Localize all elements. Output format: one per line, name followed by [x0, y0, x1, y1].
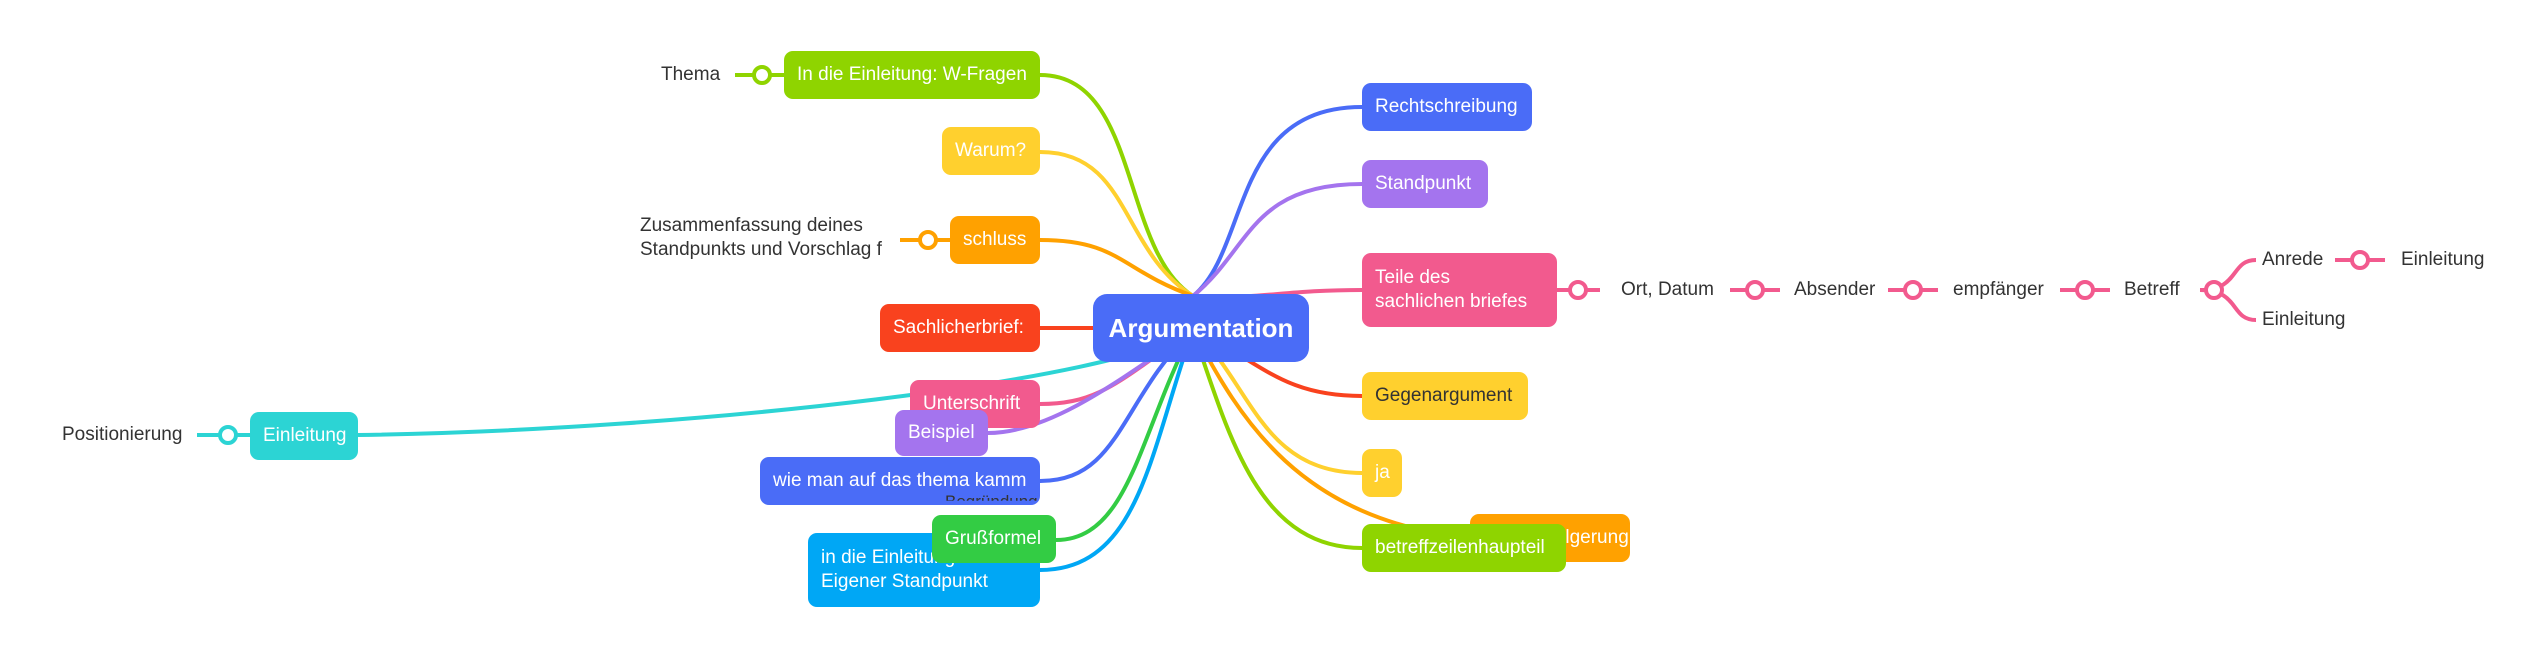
knob-anrede[interactable]	[2350, 250, 2370, 270]
node-beispiel[interactable]: Beispiel	[895, 410, 988, 456]
node-grussformel[interactable]: Grußformel	[932, 515, 1056, 563]
node-sachlicherbrief[interactable]: Sachlicherbrief:	[880, 304, 1040, 352]
connector-betreffzeilen	[1191, 329, 1363, 550]
connector-grussformel	[1055, 329, 1195, 542]
leaf-empfaenger[interactable]: empfänger	[1953, 279, 2044, 300]
leaf-positionierung[interactable]: Positionierung	[62, 424, 183, 445]
knob-betreff-split[interactable]	[2204, 280, 2224, 300]
root-node[interactable]: Argumentation	[1093, 294, 1309, 362]
leaf-thema[interactable]: Thema	[661, 64, 721, 85]
knob-zusammenfassung[interactable]	[918, 230, 938, 250]
leaf-ort-datum[interactable]: Ort, Datum	[1621, 279, 1714, 300]
node-teile[interactable]: Teile des sachlichen briefes	[1362, 253, 1557, 327]
knob-absender[interactable]	[1745, 280, 1765, 300]
knob-thema[interactable]	[752, 65, 772, 85]
node-rechtschreibung[interactable]: Rechtschreibung	[1362, 83, 1532, 131]
node-wie-man[interactable]: wie man auf das thema kamm	[760, 457, 1040, 505]
knob-betreff[interactable]	[2075, 280, 2095, 300]
node-w-fragen[interactable]: In die Einleitung: W-Fragen	[784, 51, 1040, 99]
connector-einleitung-left	[357, 328, 1195, 437]
knob-empfaenger[interactable]	[1903, 280, 1923, 300]
connector-warum	[1039, 150, 1195, 298]
leaf-betreff[interactable]: Betreff	[2124, 279, 2180, 300]
node-eigener-standpunkt[interactable]: in die Einleitung: Eigener Standpunkt	[808, 533, 1040, 607]
node-gegenargument[interactable]: Gegenargument	[1362, 372, 1528, 420]
node-schluss[interactable]: schluss	[950, 216, 1040, 264]
knob-ort-datum[interactable]	[1568, 280, 1588, 300]
node-warum[interactable]: Warum?	[942, 127, 1040, 175]
leaf-absender[interactable]: Absender	[1794, 279, 1876, 300]
leaf-begruendung[interactable]: Begründung	[945, 490, 1038, 501]
connector-eigener-standpunkt	[1039, 329, 1195, 572]
knob-positionierung[interactable]	[218, 425, 238, 445]
leaf-zusammenfassung[interactable]: Zusammenfassung deines Standpunkts und V…	[640, 215, 882, 260]
node-standpunkt[interactable]: Standpunkt	[1362, 160, 1488, 208]
leaf-einleitung-betreff[interactable]: Einleitung	[2262, 309, 2346, 330]
leaf-anrede-einleitung[interactable]: Einleitung	[2401, 249, 2485, 270]
connector-rechtschreibung	[1191, 105, 1363, 298]
connector-standpunkt	[1191, 182, 1363, 298]
connector-w-fragen	[1039, 73, 1195, 298]
leaf-anrede[interactable]: Anrede	[2262, 249, 2324, 270]
node-betreffzeilen[interactable]: betreffzeilenhaupteil	[1362, 524, 1566, 572]
node-einleitung-left[interactable]: Einleitung	[250, 412, 358, 460]
connector-schluss	[1039, 238, 1194, 298]
node-ja[interactable]: ja	[1362, 449, 1402, 497]
